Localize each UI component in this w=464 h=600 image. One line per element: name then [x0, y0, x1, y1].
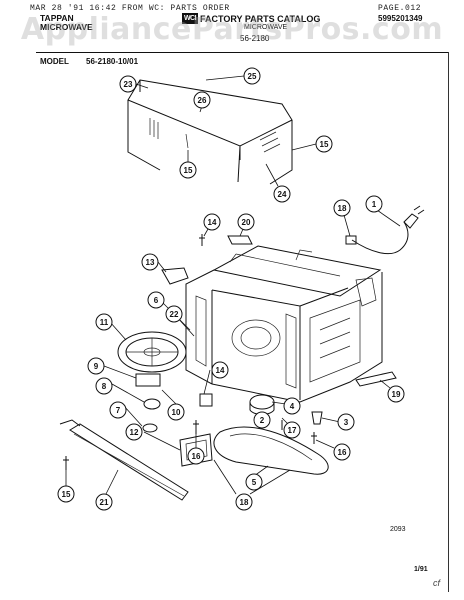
- callout-12: 12: [125, 423, 143, 441]
- svg-text:19: 19: [392, 390, 401, 399]
- callout-23: 23: [119, 75, 137, 93]
- catalog-part-number: 5995201349: [378, 14, 423, 23]
- cover-12: [179, 433, 213, 467]
- callout-18-bottom: 18: [235, 493, 253, 511]
- svg-text:13: 13: [146, 258, 155, 267]
- fax-header: MAR 28 '91 16:42 FROM WC: PARTS ORDER: [30, 4, 230, 13]
- svg-text:20: 20: [242, 218, 251, 227]
- svg-text:5: 5: [252, 478, 257, 487]
- svg-text:15: 15: [62, 490, 71, 499]
- diagram-frame: [36, 52, 449, 592]
- svg-text:4: 4: [290, 402, 295, 411]
- callout-15-cabinet-right: 15: [315, 135, 333, 153]
- svg-text:21: 21: [100, 498, 109, 507]
- brand-line-1: TAPPAN: [40, 13, 74, 23]
- page-number: PAGE.012: [378, 4, 422, 13]
- callout-22: 22: [165, 305, 183, 323]
- svg-text:23: 23: [124, 80, 133, 89]
- svg-text:15: 15: [184, 166, 193, 175]
- rail-19: [355, 371, 397, 387]
- svg-text:14: 14: [216, 366, 225, 375]
- screw-14-top: [199, 234, 205, 246]
- outer-cabinet: [127, 79, 293, 185]
- callout-20: 20: [237, 213, 255, 231]
- callout-15-cabinet-left: 15: [179, 161, 197, 179]
- model-value: 56-2180-10/01: [86, 57, 139, 66]
- power-cord: [345, 205, 425, 255]
- front-rail-21: [59, 419, 189, 501]
- callout-2: 2: [253, 411, 271, 429]
- callout-3: 3: [337, 413, 355, 431]
- callout-25: 25: [243, 67, 261, 85]
- callout-9: 9: [87, 357, 105, 375]
- svg-text:8: 8: [102, 382, 107, 391]
- svg-text:22: 22: [170, 310, 179, 319]
- bracket-13: [161, 267, 189, 285]
- svg-text:25: 25: [248, 72, 257, 81]
- brand-block: TAPPAN MICROWAVE: [40, 14, 93, 32]
- callout-17: 17: [283, 421, 301, 439]
- callout-7: 7: [109, 401, 127, 419]
- callout-21: 21: [95, 493, 113, 511]
- callout-15-rail: 15: [57, 485, 75, 503]
- callout-4: 4: [283, 397, 301, 415]
- bracket-20: [227, 235, 253, 245]
- signature-mark: cf: [433, 578, 441, 588]
- callout-16-right: 16: [333, 443, 351, 461]
- svg-text:1: 1: [372, 200, 377, 209]
- svg-text:10: 10: [172, 408, 181, 417]
- svg-text:18: 18: [338, 204, 347, 213]
- brand-line-2: MICROWAVE: [40, 22, 93, 32]
- callout-26: 26: [193, 91, 211, 109]
- oven-chassis: [185, 245, 383, 403]
- callout-13: 13: [141, 253, 159, 271]
- svg-text:6: 6: [154, 296, 159, 305]
- wci-logo: WCI: [182, 13, 198, 24]
- svg-text:2: 2: [260, 416, 265, 425]
- callout-8: 8: [95, 377, 113, 395]
- model-rule: [36, 52, 448, 53]
- callout-16-left: 16: [187, 447, 205, 465]
- footer-date: 1/91: [414, 566, 428, 573]
- svg-text:9: 9: [94, 362, 99, 371]
- svg-text:17: 17: [288, 426, 297, 435]
- motor-parts: [135, 373, 161, 433]
- callout-14-lower: 14: [211, 361, 229, 379]
- svg-text:14: 14: [208, 218, 217, 227]
- svg-text:15: 15: [320, 140, 329, 149]
- callout-6: 6: [147, 291, 165, 309]
- svg-text:16: 16: [192, 452, 201, 461]
- model-code: 56-2180: [240, 34, 270, 43]
- callout-5: 5: [245, 473, 263, 491]
- catalog-title: FACTORY PARTS CATALOG: [200, 14, 321, 24]
- svg-text:11: 11: [100, 318, 109, 327]
- model-subtitle: MICROWAVE: [244, 24, 288, 31]
- svg-text:12: 12: [130, 428, 139, 437]
- svg-text:24: 24: [278, 190, 287, 199]
- svg-text:3: 3: [344, 418, 349, 427]
- callout-14-top: 14: [203, 213, 221, 231]
- leader-lines: [65, 75, 401, 495]
- callout-11: 11: [95, 313, 113, 331]
- callout-10: 10: [167, 403, 185, 421]
- svg-text:7: 7: [116, 406, 121, 415]
- callout-18-top: 18: [333, 199, 351, 217]
- model-label: MODEL: [40, 57, 69, 66]
- svg-text:16: 16: [338, 448, 347, 457]
- svg-text:18: 18: [240, 498, 249, 507]
- callout-1: 1: [365, 195, 383, 213]
- svg-text:26: 26: [198, 96, 207, 105]
- base-tray-5: [213, 426, 329, 475]
- diagram-code: 2093: [390, 526, 406, 533]
- callout-24: 24: [273, 185, 291, 203]
- callout-19: 19: [387, 385, 405, 403]
- stirrer-fan-11: [117, 331, 187, 373]
